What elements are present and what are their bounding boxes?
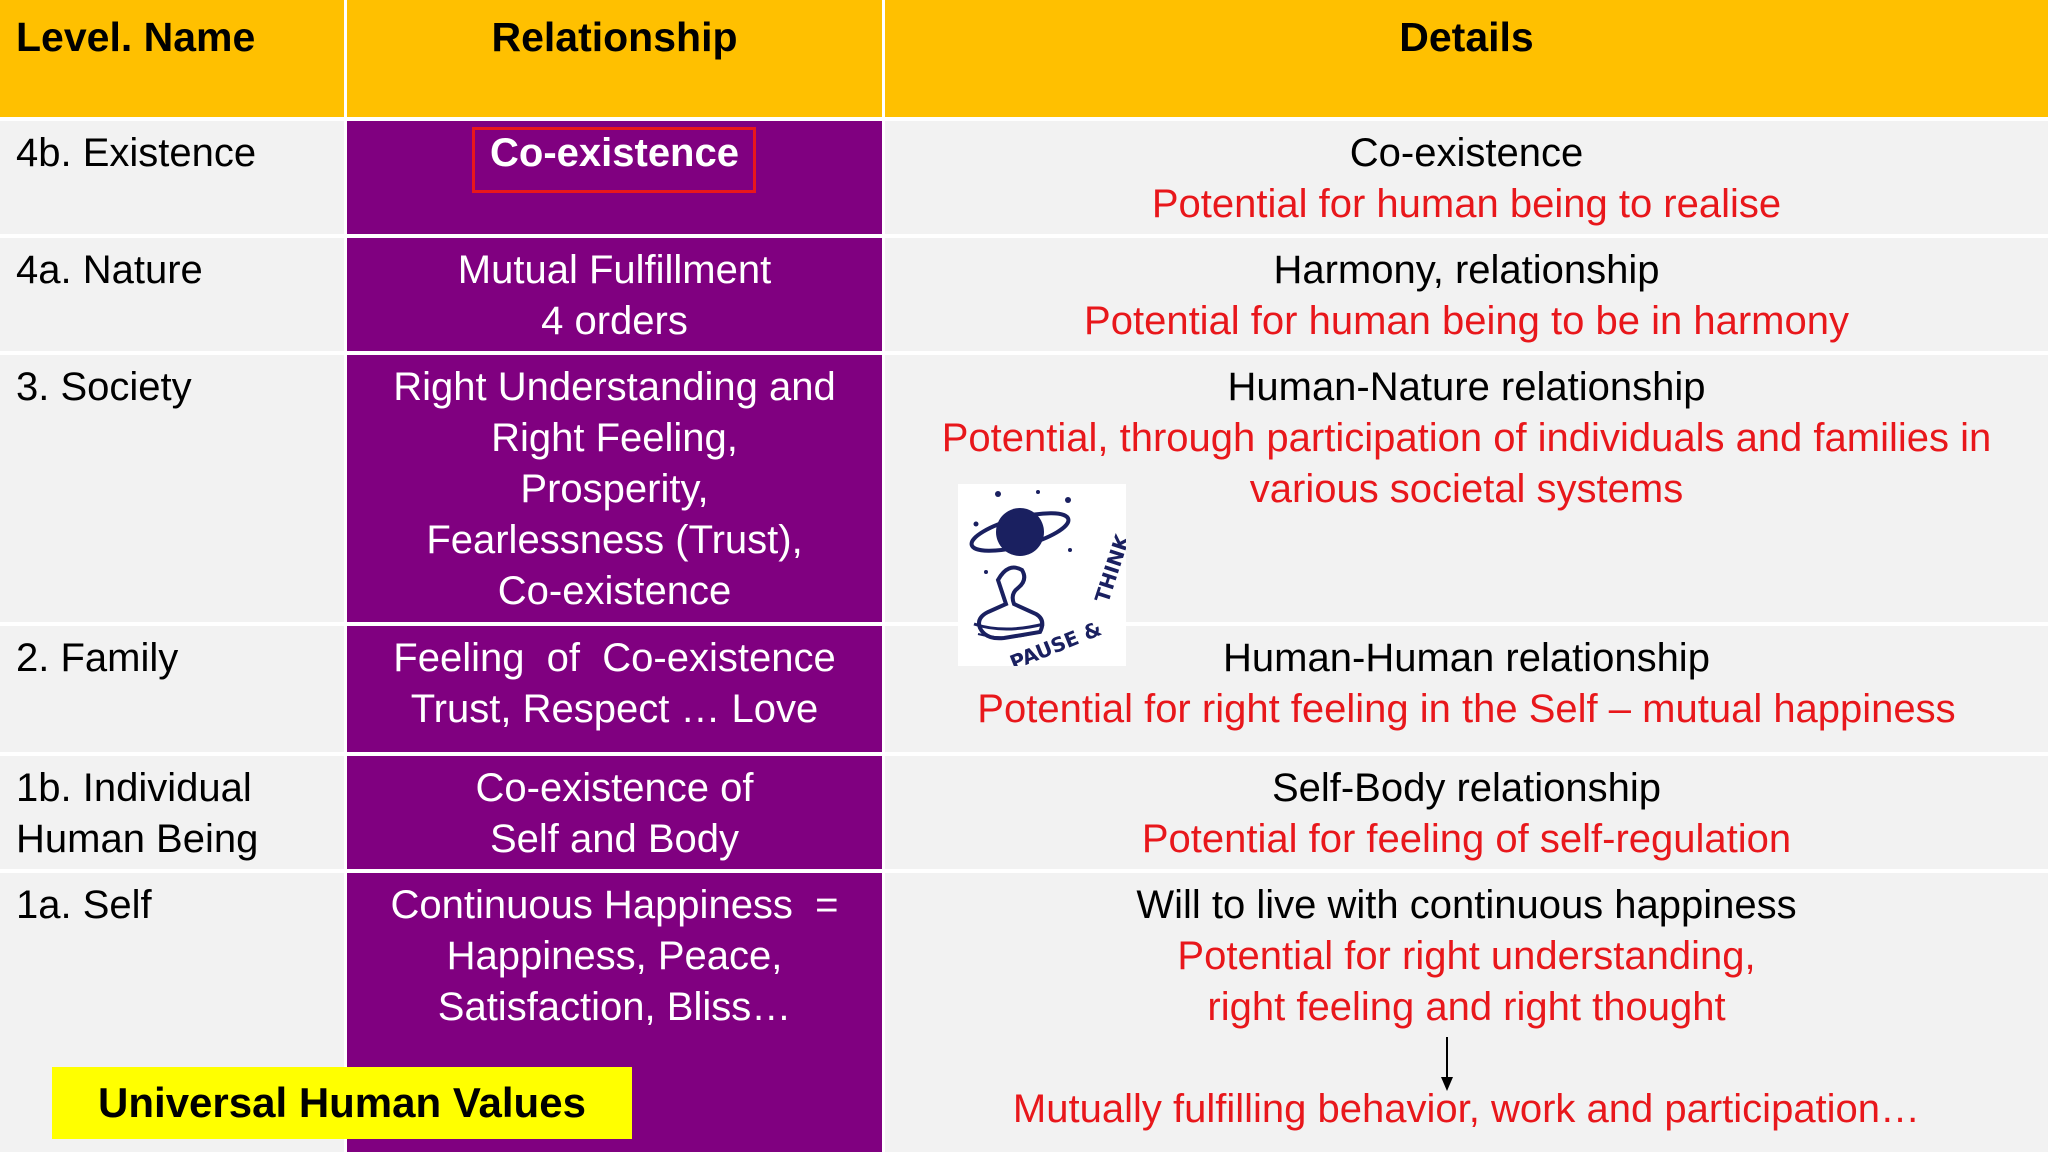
level-cell-individual: 1b. Individual Human Being (0, 756, 344, 869)
relationship-line: Fearlessness (Trust), (426, 518, 803, 562)
logo-text: THINK (1090, 530, 1126, 605)
details-cell-individual: Self-Body relationship Potential for fee… (885, 756, 2048, 869)
relationship-cell-family: Feeling of Co-existence Trust, Respect …… (347, 626, 882, 752)
details-cell-existence: Co-existence Potential for human being t… (885, 121, 2048, 234)
relationship-cell-society: Right Understanding and Right Feeling, P… (347, 355, 882, 622)
relationship-line: Satisfaction, Bliss… (437, 985, 792, 1029)
details-cell-nature: Harmony, relationship Potential for huma… (885, 238, 2048, 351)
detail-black-text: Human-Human relationship (1223, 636, 1710, 680)
header-relationship: Relationship (347, 0, 882, 117)
relationship-line: Self and Body (489, 817, 740, 861)
detail-red-conclusion: Mutually fulfilling behavior, work and p… (1012, 1087, 1921, 1131)
relationship-line: Happiness, Peace, (446, 934, 783, 978)
detail-red-text: Potential for right feeling in the Self … (977, 687, 1956, 731)
pause-think-logo-icon: PAUSE & THINK (969, 490, 1135, 675)
detail-red-text: Potential for feeling of self-regulation (1141, 817, 1792, 861)
detail-black-text: Will to live with continuous happiness (1136, 883, 1797, 927)
relationship-line: Right Understanding and (393, 365, 836, 409)
relationship-line: Right Feeling, (491, 416, 738, 460)
level-label: 4b. Existence (16, 131, 257, 175)
level-label: 4a. Nature (16, 248, 203, 292)
relationship-line: Trust, Respect … Love (410, 687, 819, 731)
level-cell-nature: 4a. Nature (0, 238, 344, 351)
relationship-cell-nature: Mutual Fulfillment 4 orders (347, 238, 882, 351)
level-label: 1a. Self (16, 883, 152, 927)
relationship-line: Prosperity, (520, 467, 709, 511)
relationship-line: Co-existence (497, 569, 732, 613)
level-label: 3. Society (16, 365, 192, 409)
header-level-name: Level. Name (0, 0, 344, 117)
header-level-name-text: Level. Name (16, 14, 256, 60)
relationship-text-coexistence: Co-existence (490, 131, 739, 175)
header-relationship-text: Relationship (491, 14, 738, 60)
universal-human-values-badge: Universal Human Values (52, 1067, 632, 1139)
pause-and-think-logo: PAUSE & THINK (958, 484, 1135, 675)
detail-black-text: Harmony, relationship (1273, 248, 1660, 292)
level-label: Human Being (16, 817, 259, 861)
detail-black-text: Human-Nature relationship (1227, 365, 1706, 409)
detail-red-text: various societal systems (1249, 467, 1684, 511)
header-details-text: Details (1399, 14, 1534, 60)
detail-black-text: Self-Body relationship (1271, 766, 1662, 810)
relationship-cell-existence: Co-existence (347, 121, 882, 234)
level-label: 2. Family (16, 636, 179, 680)
relationship-line: Co-existence of (475, 766, 754, 810)
relationship-line: 4 orders (541, 299, 688, 343)
highlight-box (472, 127, 756, 193)
level-cell-society: 3. Society (0, 355, 344, 622)
detail-red-text: right feeling and right thought (1207, 985, 1726, 1029)
relationship-cell-individual: Co-existence of Self and Body (347, 756, 882, 869)
level-cell-family: 2. Family (0, 626, 344, 752)
details-cell-self: Will to live with continuous happiness P… (885, 873, 2048, 1152)
logo-text: PAUSE & (1006, 616, 1104, 666)
relationship-line: Mutual Fulfillment (457, 248, 772, 292)
detail-red-text: Potential, through participation of indi… (941, 416, 1992, 460)
down-arrow-icon (1441, 1037, 1453, 1091)
detail-red-text: Potential for human being to realise (1151, 182, 1782, 226)
relationship-line: Continuous Happiness = (390, 883, 839, 927)
relationship-line: Feeling of Co-existence (393, 636, 836, 680)
detail-red-text: Potential for human being to be in harmo… (1084, 299, 1849, 343)
level-cell-existence: 4b. Existence (0, 121, 344, 234)
header-details: Details (885, 0, 2048, 117)
detail-red-text: Potential for right understanding, (1177, 934, 1756, 978)
level-label: 1b. Individual (16, 766, 252, 810)
detail-black-text: Co-existence (1349, 131, 1584, 175)
